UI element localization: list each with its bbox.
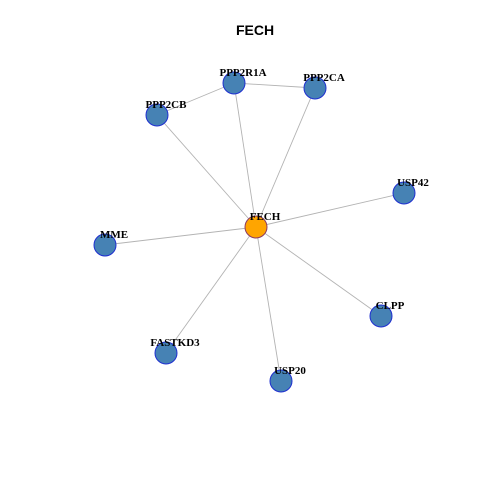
edge-ppp2r1a-ppp2cb <box>156 82 235 116</box>
node-usp20 <box>269 369 293 393</box>
edge-fech-ppp2cb <box>156 114 257 228</box>
edge-fech-mme <box>104 226 257 246</box>
edge-fech-ppp2r1a <box>233 82 257 228</box>
node-label-ppp2r1a: PPP2R1A <box>219 67 266 79</box>
node-label-mme: MME <box>100 229 128 241</box>
node-fastkd3 <box>154 341 178 365</box>
edge-fech-usp42 <box>255 192 405 228</box>
node-label-ppp2ca: PPP2CA <box>303 72 345 84</box>
node-ppp2r1a <box>222 71 246 95</box>
node-label-ppp2cb: PPP2CB <box>146 99 188 111</box>
edge-fech-usp20 <box>255 226 282 382</box>
node-label-usp42: USP42 <box>397 177 429 189</box>
node-fech <box>244 215 268 239</box>
node-ppp2ca <box>303 76 327 100</box>
node-clpp <box>369 304 393 328</box>
node-mme <box>93 233 117 257</box>
diagram-title: FECH <box>236 22 274 38</box>
node-label-usp20: USP20 <box>274 365 306 377</box>
node-label-clpp: CLPP <box>376 300 405 312</box>
node-ppp2cb <box>145 103 169 127</box>
edge-layer <box>104 82 405 382</box>
edge-fech-ppp2ca <box>255 87 316 228</box>
edge-fech-clpp <box>255 226 382 317</box>
node-label-fastkd3: FASTKD3 <box>150 337 200 349</box>
edge-fech-fastkd3 <box>165 226 257 354</box>
edge-ppp2r1a-ppp2ca <box>233 82 316 89</box>
node-label-fech: FECH <box>250 211 281 223</box>
node-layer <box>93 71 416 393</box>
node-usp42 <box>392 181 416 205</box>
